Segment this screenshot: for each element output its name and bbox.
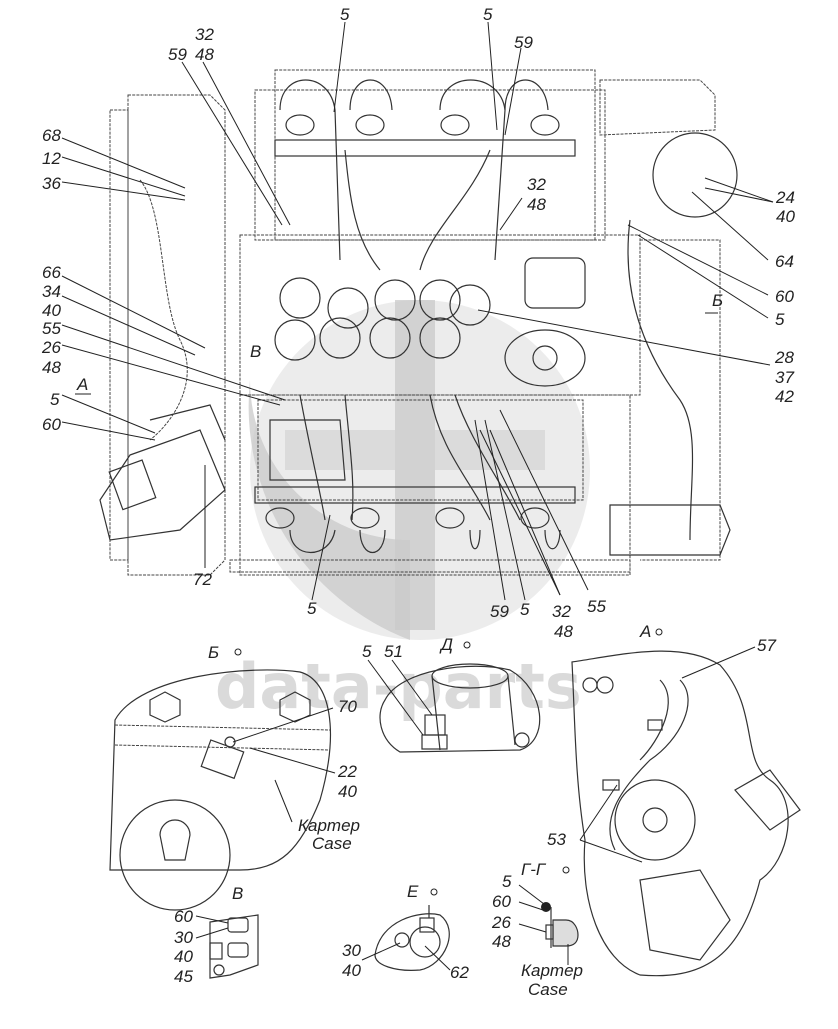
- label-48: 48: [492, 932, 511, 951]
- detail-view-D: Д 5 51: [362, 635, 541, 753]
- note-case-ru: Картер: [298, 816, 360, 835]
- label-26: 26: [41, 338, 61, 357]
- section-title: Г-Г: [521, 860, 547, 879]
- watermark-text: data-parts: [215, 650, 582, 723]
- label-48: 48: [42, 358, 61, 377]
- main-engine-view: [99, 69, 738, 576]
- view-marker-A: А: [76, 375, 88, 394]
- label-32: 32: [195, 25, 214, 44]
- label-32: 32: [552, 602, 571, 621]
- label-42: 42: [775, 387, 794, 406]
- view-title: В: [232, 884, 243, 903]
- main-view-labels: 32 48 59 5 5 59 68 12 36 32 48 24 40 64 …: [41, 5, 795, 641]
- label-5: 5: [307, 599, 317, 618]
- label-24: 24: [775, 188, 795, 207]
- view-title: А: [639, 622, 651, 641]
- label-12: 12: [42, 149, 61, 168]
- label-30: 30: [342, 941, 361, 960]
- label-53: 53: [547, 830, 566, 849]
- view-marker-V: В: [250, 342, 261, 361]
- label-62: 62: [450, 963, 469, 982]
- view-title: Д: [439, 635, 453, 654]
- label-26: 26: [491, 913, 511, 932]
- label-60: 60: [174, 907, 193, 926]
- label-37: 37: [775, 368, 794, 387]
- label-40: 40: [342, 961, 361, 980]
- label-40: 40: [174, 947, 193, 966]
- leader-lines: [61, 21, 774, 601]
- label-55: 55: [587, 597, 606, 616]
- detail-view-B: Б 70 22 40 Картер Case: [109, 643, 360, 911]
- label-36: 36: [42, 174, 61, 193]
- label-59: 59: [514, 33, 533, 52]
- note-case-en: Case: [312, 834, 352, 853]
- label-59: 59: [168, 45, 187, 64]
- detail-view-V: В 60 30 40 45: [174, 884, 259, 986]
- label-40: 40: [776, 207, 795, 226]
- label-68: 68: [42, 126, 61, 145]
- label-40: 40: [42, 301, 61, 320]
- label-5: 5: [775, 310, 785, 329]
- label-22: 22: [337, 762, 357, 781]
- detail-view-A: А 57 53: [547, 622, 801, 977]
- label-32: 32: [527, 175, 546, 194]
- label-66: 66: [42, 263, 61, 282]
- label-5: 5: [502, 872, 512, 891]
- label-60: 60: [42, 415, 61, 434]
- label-57: 57: [757, 636, 776, 655]
- label-45: 45: [174, 967, 193, 986]
- note-case-en: Case: [528, 980, 568, 999]
- label-64: 64: [775, 252, 794, 271]
- view-title: Е: [407, 882, 419, 901]
- watermark-logo: [248, 300, 590, 640]
- label-40: 40: [338, 782, 357, 801]
- label-30: 30: [174, 928, 193, 947]
- label-51: 51: [384, 642, 403, 661]
- label-60: 60: [775, 287, 794, 306]
- view-title: Б: [208, 643, 219, 662]
- label-5: 5: [483, 5, 493, 24]
- label-5: 5: [362, 642, 372, 661]
- label-70: 70: [338, 697, 357, 716]
- label-48: 48: [527, 195, 546, 214]
- view-marker-B: Б: [712, 291, 723, 310]
- label-72: 72: [193, 570, 212, 589]
- label-5: 5: [50, 390, 60, 409]
- note-case-ru: Картер: [521, 961, 583, 980]
- label-60: 60: [492, 892, 511, 911]
- label-48: 48: [195, 45, 214, 64]
- label-55: 55: [42, 319, 61, 338]
- label-48: 48: [554, 622, 573, 641]
- label-5: 5: [520, 600, 530, 619]
- label-59: 59: [490, 602, 509, 621]
- label-28: 28: [774, 348, 794, 367]
- detail-view-E: Е 30 40 62: [342, 882, 469, 982]
- label-5: 5: [340, 5, 350, 24]
- label-34: 34: [42, 282, 61, 301]
- section-G-G: Г-Г 5 60 26 48 Картер Case: [491, 860, 583, 999]
